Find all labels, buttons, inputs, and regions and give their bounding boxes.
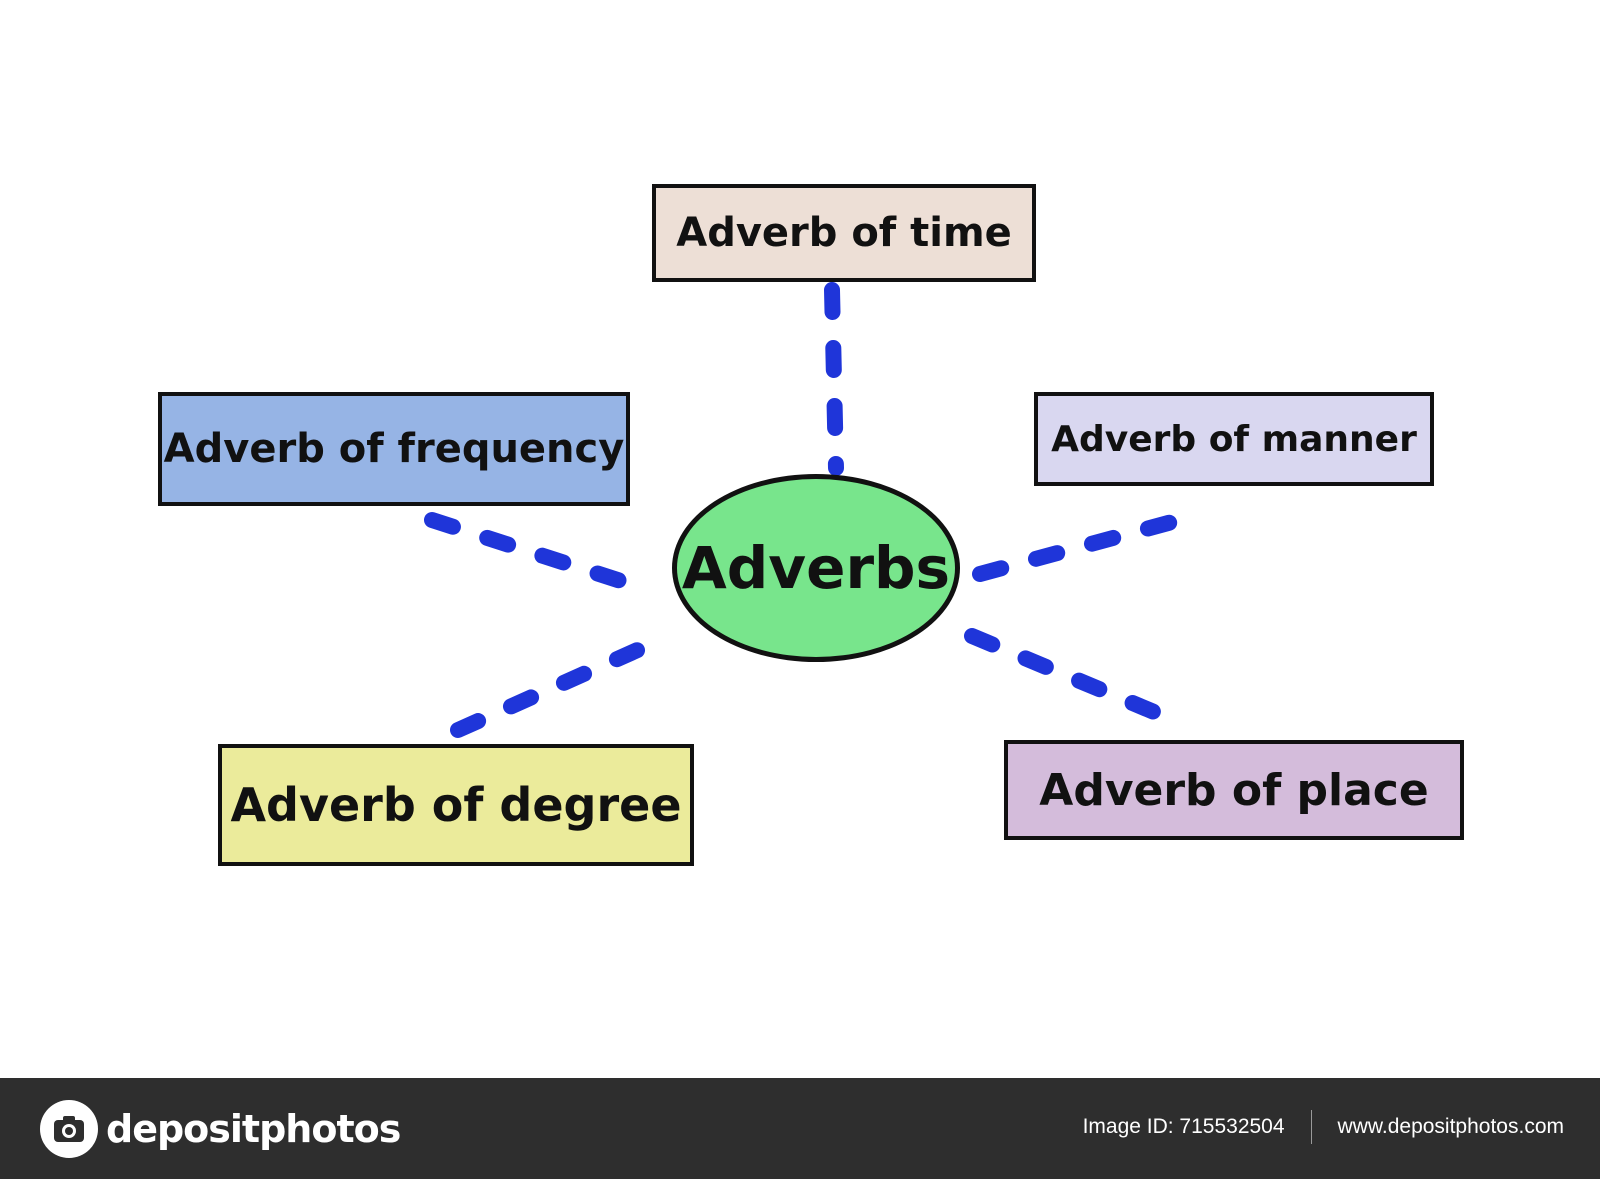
node-label-degree: Adverb of degree xyxy=(230,778,682,832)
connector-degree xyxy=(450,632,668,738)
connector-lines xyxy=(424,282,1186,738)
connector-manner xyxy=(972,514,1180,582)
node-adverb-of-degree: Adverb of degree xyxy=(218,744,694,866)
meta-divider xyxy=(1310,1110,1312,1144)
node-adverb-of-frequency: Adverb of frequency xyxy=(158,392,630,506)
website-url: www.depositphotos.com xyxy=(1337,1115,1564,1138)
node-label-place: Adverb of place xyxy=(1039,764,1429,816)
camera-icon xyxy=(40,1100,98,1158)
node-label-time: Adverb of time xyxy=(676,210,1012,256)
node-label-frequency: Adverb of frequency xyxy=(163,426,625,472)
mind-map-diagram: Adverb of time Adverb of frequency Adver… xyxy=(158,184,1464,866)
image-meta: Image ID: 715532504 www.depositphotos.co… xyxy=(1083,1110,1564,1144)
center-node-adverbs: Adverbs xyxy=(672,474,960,662)
connector-frequency xyxy=(424,512,638,592)
connector-time xyxy=(824,282,844,476)
center-label: Adverbs xyxy=(681,534,951,602)
brand-name: depositphotos xyxy=(106,1107,401,1151)
stock-footer-bar: depositphotos Image ID: 715532504 www.de… xyxy=(0,1078,1600,1179)
node-adverb-of-manner: Adverb of manner xyxy=(1034,392,1434,486)
node-adverb-of-time: Adverb of time xyxy=(652,184,1036,282)
brand-logo: depositphotos xyxy=(40,1100,401,1158)
image-id: Image ID: 715532504 xyxy=(1082,1115,1285,1138)
node-label-manner: Adverb of manner xyxy=(1051,418,1417,460)
node-adverb-of-place: Adverb of place xyxy=(1004,740,1464,840)
connector-place xyxy=(964,628,1186,730)
